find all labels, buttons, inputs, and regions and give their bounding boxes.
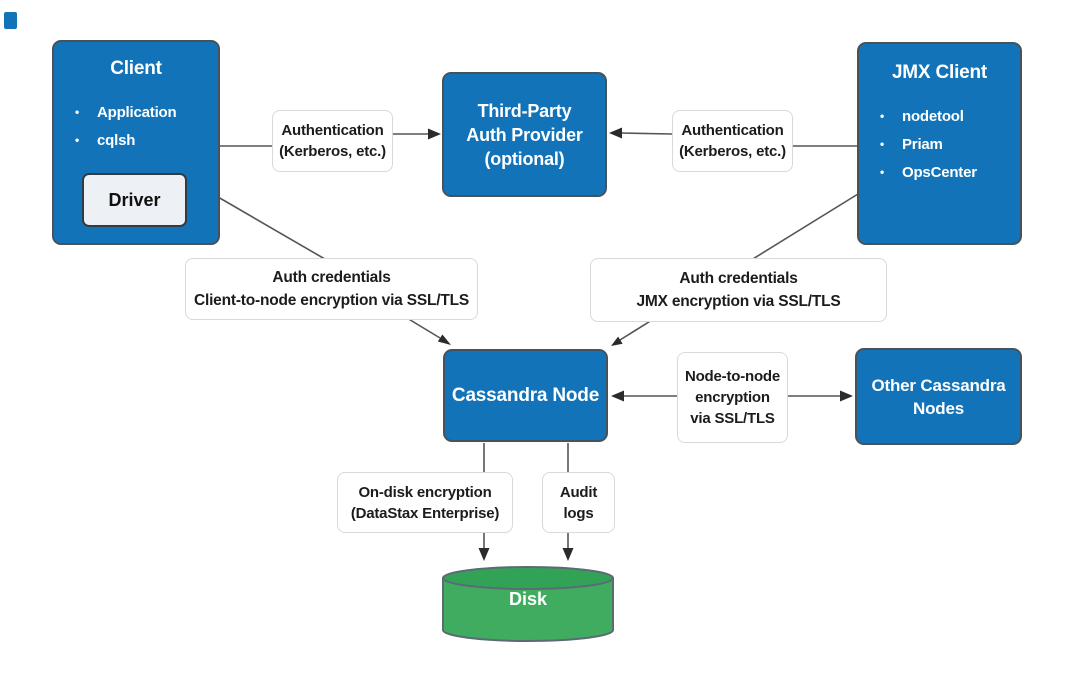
bullet-dot: • — [880, 165, 885, 179]
auth-label-left-line2: (Kerberos, etc.) — [279, 143, 386, 160]
bullet-dot: • — [75, 133, 80, 147]
arrow-into-provider-left — [428, 128, 441, 140]
creds-label-client: Auth credentials Client-to-node encrypti… — [185, 258, 478, 320]
auth-label-right-line2: (Kerberos, etc.) — [679, 143, 786, 160]
creds-to-cassandra-line — [406, 317, 441, 339]
provider-line3: (optional) — [484, 148, 565, 169]
bullet-dot: • — [880, 109, 885, 123]
arrow-into-provider-right — [609, 127, 622, 139]
client-node: Client • Application • cqlsh Driver — [52, 40, 220, 245]
creds-label-jmx: Auth credentials JMX encryption via SSL/… — [590, 258, 887, 322]
auth-label-right: Authentication (Kerberos, etc.) — [672, 110, 793, 172]
list-item: • cqlsh — [54, 126, 218, 154]
jmx-bullet-list: • nodetool • Priam • OpsCenter — [859, 102, 1020, 186]
ondisk-line2: (DataStax Enterprise) — [350, 504, 500, 522]
arrow-into-disk-right — [562, 548, 574, 561]
jmx-bullet-priam: Priam — [902, 135, 943, 153]
auth-label-left-line1: Authentication — [281, 122, 384, 139]
arrow-into-other-nodes — [840, 390, 853, 402]
disk-title: Disk — [508, 589, 548, 609]
credsright-to-cassandra-line — [619, 319, 653, 341]
bullet-dot: • — [75, 105, 80, 119]
ondisk-line1: On-disk encryption — [358, 483, 492, 501]
jmx-bullet-opscenter: OpsCenter — [902, 163, 977, 181]
driver-box: Driver — [82, 173, 187, 227]
on-disk-encryption-label: On-disk encryption (DataStax Enterprise) — [337, 472, 513, 533]
client-bullet-application: Application — [97, 103, 177, 121]
jmx-client-title: JMX Client — [891, 62, 988, 83]
client-bullet-list: • Application • cqlsh — [54, 98, 218, 154]
list-item: • OpsCenter — [859, 158, 1020, 186]
n2n-line3: via SSL/TLS — [690, 410, 775, 427]
creds-jmx-line1: Auth credentials — [679, 270, 798, 287]
jmx-bullet-nodetool: nodetool — [902, 107, 964, 125]
list-item: • Application — [54, 98, 218, 126]
jmx-to-credsright-line — [747, 193, 859, 263]
audit-line1: Audit — [559, 483, 598, 501]
disk-cylinder-body — [442, 577, 614, 642]
corner-blue-mark — [4, 12, 17, 29]
authright-to-provider-line — [620, 132, 673, 135]
arrow-into-disk-left — [478, 548, 490, 561]
cassandra-node-title: Cassandra Node — [451, 384, 600, 406]
other-cassandra-nodes-node: Other Cassandra Nodes — [855, 348, 1022, 445]
client-bullet-cqlsh: cqlsh — [97, 131, 136, 149]
arrow-into-cassandra-right — [611, 390, 624, 402]
audit-logs-label: Audit logs — [542, 472, 615, 533]
list-item: • Priam — [859, 130, 1020, 158]
other-nodes-line1: Other Cassandra — [871, 375, 1006, 395]
arrow-into-cassandra-topleft — [437, 334, 451, 345]
node-to-node-label: Node-to-node encryption via SSL/TLS — [677, 352, 788, 443]
auth-label-left: Authentication (Kerberos, etc.) — [272, 110, 393, 172]
client-to-creds-line — [217, 196, 331, 263]
n2n-line1: Node-to-node — [684, 368, 781, 385]
client-title: Client — [110, 58, 162, 79]
creds-jmx-line2: JMX encryption via SSL/TLS — [636, 293, 841, 310]
third-party-auth-provider-node: Third-Party Auth Provider (optional) — [442, 72, 607, 197]
provider-line2: Auth Provider — [466, 124, 583, 145]
list-item: • nodetool — [859, 102, 1020, 130]
other-nodes-line2: Nodes — [913, 398, 964, 418]
audit-line2: logs — [563, 504, 594, 522]
creds-client-line1: Auth credentials — [272, 269, 391, 286]
provider-line1: Third-Party — [477, 100, 572, 121]
cassandra-node: Cassandra Node — [443, 349, 608, 442]
auth-label-right-line1: Authentication — [681, 122, 784, 139]
jmx-client-node: JMX Client • nodetool • Priam • OpsCente… — [857, 42, 1022, 245]
arrow-into-cassandra-topright — [611, 336, 623, 346]
creds-client-line2: Client-to-node encryption via SSL/TLS — [193, 292, 470, 309]
disk-cylinder-top — [442, 566, 614, 590]
bullet-dot: • — [880, 137, 885, 151]
n2n-line2: encryption — [695, 389, 770, 406]
